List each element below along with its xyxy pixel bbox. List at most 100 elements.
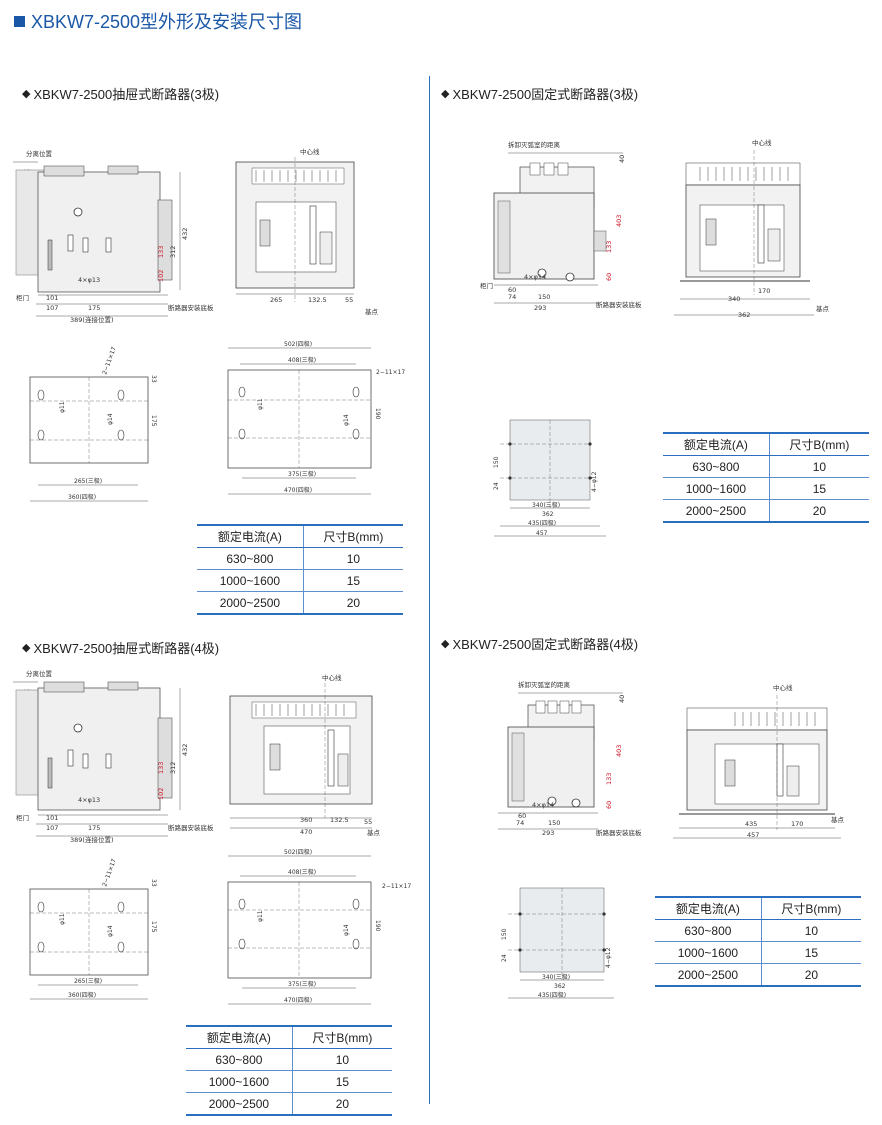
dim-375-3p: 375(三极): [288, 980, 316, 988]
label-separation-position: 分离位置: [26, 669, 53, 678]
label-cabinet-door: 柜门: [480, 281, 493, 290]
diamond-icon: ◆: [441, 88, 450, 100]
dim-107: 107: [46, 824, 58, 832]
dim-190: 190: [374, 408, 381, 420]
dim-holes: 4×φ13: [78, 276, 100, 284]
drawout3-mount-large: 502(四极) 408(三极) 2−11×17 190 φ11 φ14 375(…: [227, 340, 405, 495]
dim-101: 101: [46, 294, 58, 302]
dim-457: 457: [747, 831, 759, 839]
dim-470: 470: [300, 828, 312, 836]
label-mount-plate: 断路器安装底板: [596, 300, 642, 309]
dim-457: 457: [536, 530, 548, 537]
dim-phi11: φ11: [59, 913, 66, 925]
label-mount-plate: 断路器安装底板: [168, 823, 214, 832]
drawout3-side-view: 分离位置 46 4×φ13 432 312 133 102 柜门 101 107…: [13, 149, 189, 324]
label-datum: 基点: [367, 828, 381, 837]
dim-60: 60: [518, 812, 526, 820]
dim-293: 293: [542, 829, 554, 837]
fixed4-mount: 150 24 4−φ12 340(三极) 362 435(四极): [501, 887, 614, 999]
dim-502-4p: 502(四极): [284, 340, 312, 348]
section-heading-draw4: ◆XBKW7-2500抽屉式断路器(4极): [22, 638, 219, 657]
dim-102: 102: [157, 788, 165, 800]
dim-408-3p: 408(三极): [288, 868, 316, 876]
fixed3-mount: 150 24 4−φ12 340(三极) 362 435(四极) 457: [493, 419, 606, 537]
page-title: XBKW7-2500型外形及安装尺寸图: [14, 8, 302, 34]
dim-432: 432: [181, 744, 189, 756]
page-title-text: XBKW7-2500型外形及安装尺寸图: [31, 12, 303, 32]
section-heading-text: XBKW7-2500固定式断路器(4极): [452, 637, 639, 652]
column-divider: [429, 76, 430, 1104]
table-header-size: 尺寸B(mm): [303, 524, 403, 548]
fixed4-side-view: 拆卸灭弧室的距离 40 4×φ14 403 133 60 60 74 150 2…: [498, 680, 642, 837]
dim-362: 362: [554, 983, 566, 990]
dim-190: 190: [374, 920, 381, 932]
section-heading-text: XBKW7-2500固定式断路器(3极): [452, 87, 639, 102]
dim-175: 175: [88, 304, 100, 312]
dim-408-3p: 408(三极): [288, 356, 316, 364]
dim-60-red: 60: [605, 273, 613, 281]
dim-133: 133: [605, 241, 613, 253]
table-header-current: 额定电流(A): [655, 896, 762, 920]
dim-403: 403: [615, 215, 623, 227]
label-centerline: 中心线: [300, 147, 320, 156]
dim-55: 55: [345, 296, 353, 304]
dim-holes: 2−11×17: [101, 858, 118, 888]
dim-107: 107: [46, 304, 58, 312]
diamond-icon: ◆: [22, 642, 31, 654]
label-arc-chute-removal: 拆卸灭弧室的距离: [518, 680, 571, 689]
dim-74: 74: [516, 819, 524, 827]
dim-175: 175: [150, 415, 157, 427]
drawout3-mount-small: 2−11×17 33 175 φ11 φ14 265(三极) 360(四极): [29, 346, 157, 502]
dim-holes: 4×φ14: [524, 273, 546, 281]
drawout4-mount-large: 502(四极) 408(三极) 2−11×17 190 φ11 φ14 375(…: [227, 848, 411, 1005]
dim-holes: 4×φ14: [532, 801, 554, 809]
diamond-icon: ◆: [441, 638, 450, 650]
dim-360-4p: 360(四极): [68, 493, 96, 501]
dim-phi14: φ14: [343, 924, 350, 936]
dim-holes: 4×φ13: [78, 796, 100, 804]
fixed3-side-view: 拆卸灭弧室的距离 40 4×φ14 403 133 60 柜门 60 74 15…: [480, 140, 642, 312]
fixed3-front-view: 中心线 170 340 362 基点: [674, 138, 830, 319]
dim-60: 60: [508, 286, 516, 294]
dim-24: 24: [501, 954, 508, 962]
dim-132-5: 132.5: [308, 296, 327, 304]
diamond-icon: ◆: [22, 88, 31, 100]
dim-470-4p: 470(四极): [284, 996, 312, 1004]
dim-432: 432: [181, 228, 189, 240]
label-centerline: 中心线: [752, 138, 772, 147]
label-centerline: 中心线: [773, 683, 793, 692]
dim-340-3p: 340(三极): [542, 973, 570, 981]
dim-24: 24: [493, 482, 500, 490]
table-header-size: 尺寸B(mm): [292, 1025, 392, 1049]
table-header-current: 额定电流(A): [197, 524, 304, 548]
dim-312: 312: [169, 762, 177, 774]
dim-312: 312: [169, 246, 177, 258]
dim-293: 293: [534, 304, 546, 312]
dim-375-3p: 375(三极): [288, 470, 316, 478]
section-heading-text: XBKW7-2500抽屉式断路器(3极): [33, 87, 220, 102]
dim-175: 175: [150, 921, 157, 933]
dim-holes: 4−φ12: [591, 471, 598, 492]
label-centerline: 中心线: [322, 673, 342, 682]
dim-60-red: 60: [605, 801, 613, 809]
drawout4-front-view: 中心线 360 132.5 55 470 断路器安装底板 基点: [168, 673, 381, 837]
dim-phi11: φ11: [257, 910, 264, 922]
dim-265: 265: [270, 296, 282, 304]
dim-362: 362: [542, 511, 554, 518]
label-arc-chute-removal: 拆卸灭弧室的距离: [508, 140, 561, 149]
dim-360: 360: [300, 816, 312, 824]
dim-362: 362: [738, 311, 750, 319]
dim-389-connected: 389(连接位置): [70, 835, 113, 844]
dim-40: 40: [618, 155, 626, 163]
dim-holes: 4−φ12: [605, 947, 612, 968]
dim-74: 74: [508, 293, 516, 301]
dim-470-4p: 470(四极): [284, 486, 312, 494]
